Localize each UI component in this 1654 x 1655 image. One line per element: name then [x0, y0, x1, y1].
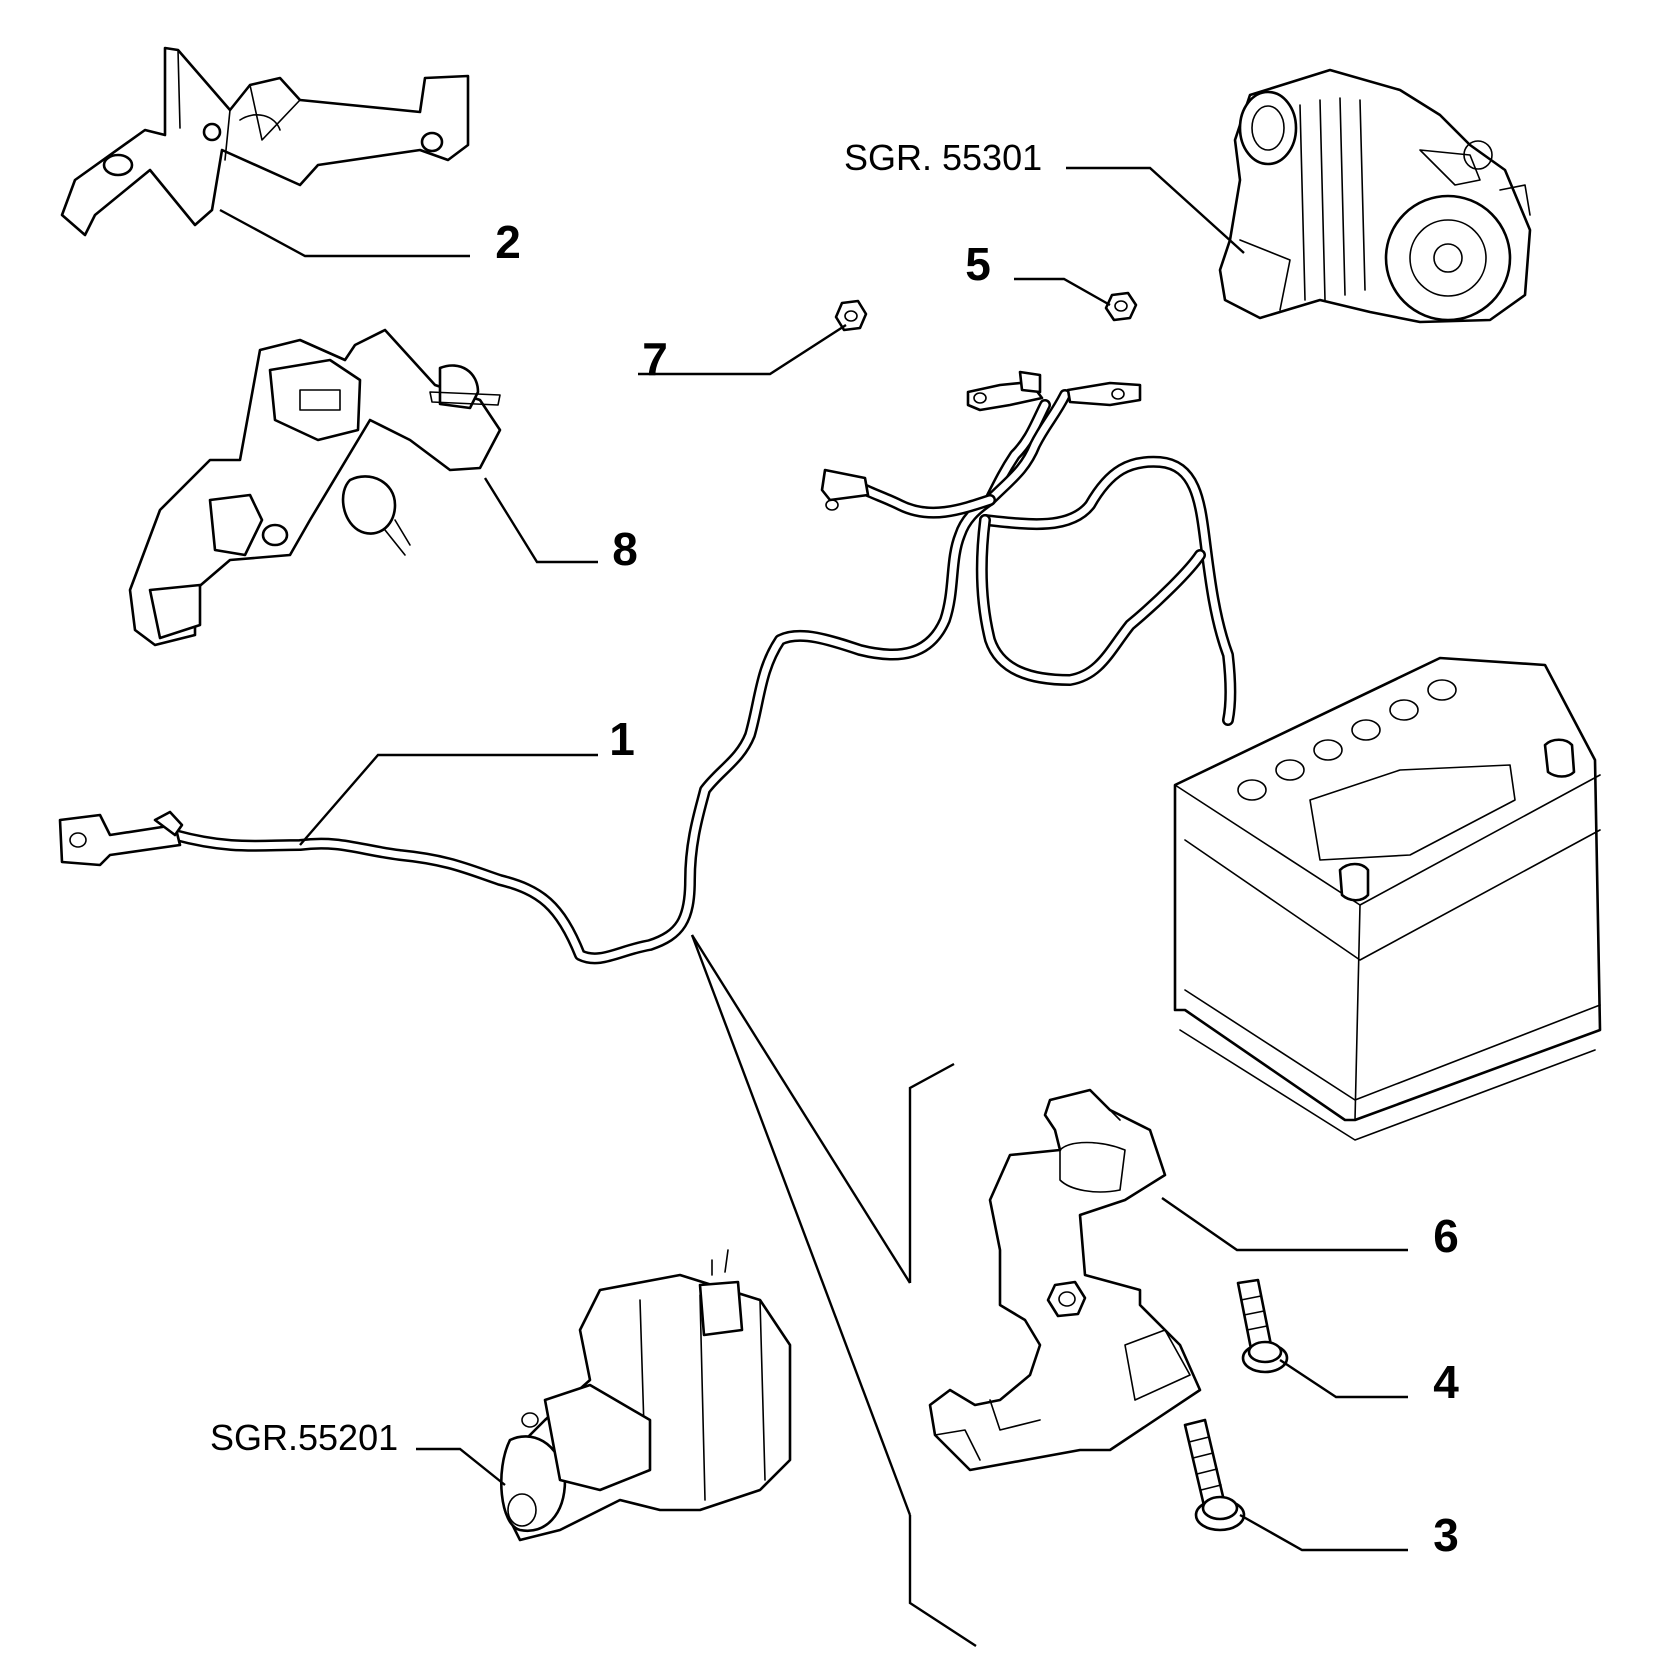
- part-1-cable-harness: [58, 370, 1237, 965]
- leader-7: [638, 323, 847, 376]
- leader-lines: [219, 166, 1408, 1552]
- leader-8: [483, 477, 598, 564]
- part-6-tray-bracket: [928, 1088, 1202, 1472]
- callout-6: 6: [1433, 1210, 1459, 1262]
- battery: [1173, 656, 1602, 1141]
- starter-motor: [500, 1249, 792, 1542]
- callout-7: 7: [642, 333, 668, 385]
- leader-starter: [416, 1447, 506, 1486]
- alternator-assembly: [1218, 68, 1532, 324]
- reference-alternator: SGR. 55301: [844, 137, 1042, 178]
- leader-alternator: [1066, 166, 1245, 254]
- leader-1: [299, 753, 598, 846]
- part-7-nut: [834, 299, 868, 332]
- leader-2: [219, 208, 470, 258]
- part-3-bolt: [1183, 1418, 1246, 1532]
- leader-3: [1239, 1513, 1408, 1552]
- part-5-nut: [1104, 291, 1138, 322]
- callout-3: 3: [1433, 1509, 1459, 1561]
- part-2-bracket: [60, 46, 470, 237]
- callout-labels: 2 8 7 5 1 6 4 3 SGR. 55301 SGR.55201: [210, 137, 1459, 1561]
- leader-4: [1279, 1358, 1408, 1399]
- part-8-bracket: [128, 328, 502, 647]
- callout-8: 8: [612, 523, 638, 575]
- part-4-bolt: [1236, 1278, 1289, 1374]
- assembly-brackets: [690, 934, 977, 1648]
- reference-starter: SGR.55201: [210, 1417, 398, 1458]
- callout-2: 2: [495, 216, 521, 268]
- callout-1: 1: [609, 713, 635, 765]
- leader-6: [1161, 1197, 1408, 1252]
- callout-5: 5: [965, 238, 991, 290]
- leader-5: [1014, 277, 1111, 307]
- callout-4: 4: [1433, 1356, 1459, 1408]
